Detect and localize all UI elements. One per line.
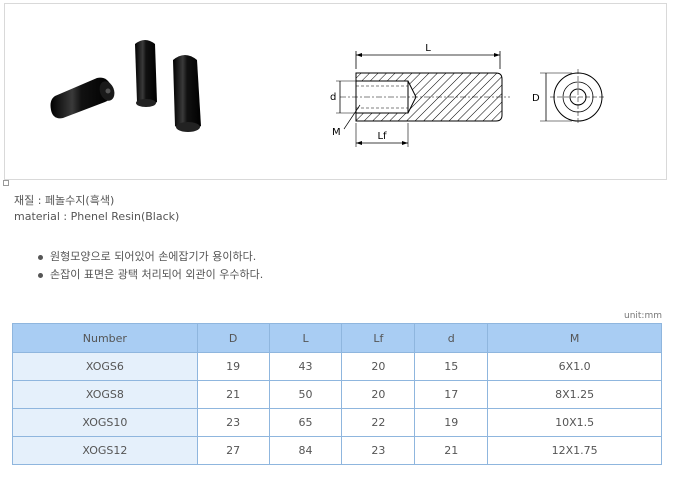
- dim-label-Lf: Lf: [377, 131, 387, 142]
- cell-number: XOGS6: [12, 352, 198, 381]
- table-header-row: Number D L Lf d M: [12, 323, 662, 353]
- table-row: XOGS12 27 84 23 21 12X1.75: [12, 436, 662, 465]
- cell-Lf: 22: [341, 408, 416, 437]
- cell-D: 19: [196, 352, 270, 381]
- table-row: XOGS10 23 65 22 19 10X1.5: [12, 408, 662, 437]
- cell-L: 65: [268, 408, 343, 437]
- cell-M: 12X1.75: [487, 436, 662, 465]
- cell-d: 19: [414, 408, 489, 437]
- header-L: L: [268, 323, 343, 353]
- dim-label-D: D: [532, 93, 540, 104]
- unit-label: unit:mm: [623, 311, 662, 321]
- cell-M: 8X1.25: [487, 380, 662, 409]
- product-photo: [50, 40, 201, 132]
- cell-M: 10X1.5: [487, 408, 662, 437]
- header-D: D: [196, 323, 270, 353]
- cell-L: 50: [268, 380, 343, 409]
- cell-number: XOGS8: [12, 380, 198, 409]
- cell-number: XOGS12: [12, 436, 198, 465]
- knob-standing-2: [173, 55, 201, 132]
- cell-d: 17: [414, 380, 489, 409]
- feature-item: 원형모양으로 되어있어 손에잡기가 용이하다.: [36, 248, 263, 266]
- cell-M: 6X1.0: [487, 352, 662, 381]
- cell-d: 21: [414, 436, 489, 465]
- material-korean: 재질 : 페놀수지(흑색): [14, 194, 115, 207]
- technical-drawing: L d M Lf D: [330, 43, 606, 147]
- cell-D: 27: [196, 436, 270, 465]
- cell-number: XOGS10: [12, 408, 198, 437]
- feature-item: 손잡이 표면은 광택 처리되어 외관이 우수하다.: [36, 266, 263, 284]
- cell-Lf: 20: [341, 352, 416, 381]
- knob-standing-1: [135, 40, 157, 107]
- dim-label-d: d: [330, 92, 336, 103]
- header-number: Number: [12, 323, 198, 353]
- product-image-frame: L d M Lf D: [4, 3, 667, 180]
- table-row: XOGS6 19 43 20 15 6X1.0: [12, 352, 662, 381]
- cell-d: 15: [414, 352, 489, 381]
- knob-lying: [50, 77, 115, 119]
- header-Lf: Lf: [341, 323, 416, 353]
- broken-image-icon: [3, 180, 9, 186]
- cell-D: 23: [196, 408, 270, 437]
- cell-D: 21: [196, 380, 270, 409]
- header-M: M: [487, 323, 662, 353]
- dim-label-M: M: [332, 127, 341, 138]
- dim-label-L: L: [425, 43, 431, 54]
- header-d: d: [414, 323, 489, 353]
- cell-Lf: 23: [341, 436, 416, 465]
- cell-L: 43: [268, 352, 343, 381]
- spec-table: Number D L Lf d M XOGS6 19 43 20 15 6X1.…: [12, 323, 662, 465]
- feature-list: 원형모양으로 되어있어 손에잡기가 용이하다. 손잡이 표면은 광택 처리되어 …: [36, 248, 263, 284]
- cell-L: 84: [268, 436, 343, 465]
- cell-Lf: 20: [341, 380, 416, 409]
- table-row: XOGS8 21 50 20 17 8X1.25: [12, 380, 662, 409]
- material-english: material : Phenel Resin(Black): [14, 210, 180, 223]
